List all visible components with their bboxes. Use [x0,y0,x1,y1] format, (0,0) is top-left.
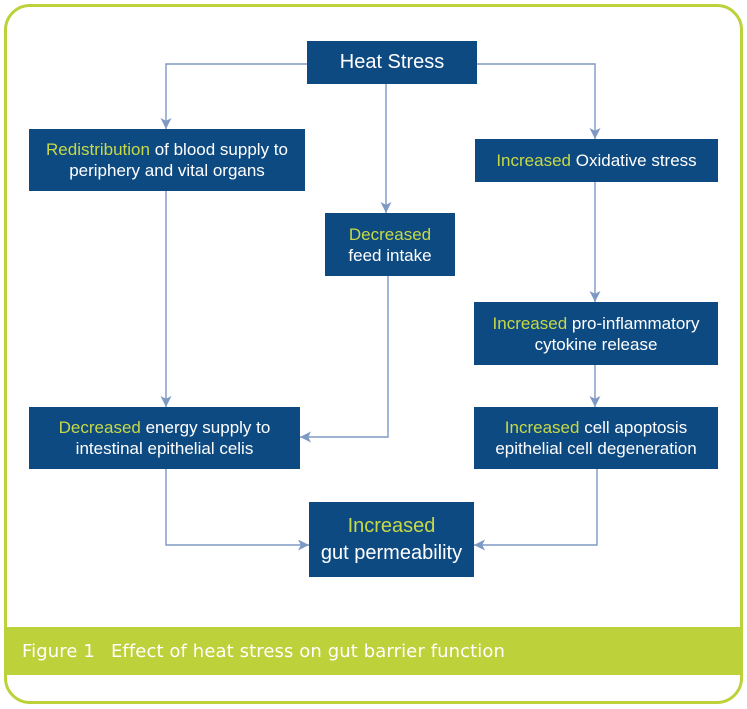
arrow-feed-intake-to-energy-supply [300,276,389,443]
gut-permeability-box: Increased gut permeability [309,502,474,577]
oxidative-stress-box: Increased Oxidative stress [475,139,718,182]
cytokine-release-box: Increased pro-inflammatory cytokine rele… [474,302,718,365]
cytokine-release-line-1: Increased pro-inflammatory [493,313,700,334]
oxidative-stress-text: Oxidative stress [575,151,697,170]
redistribution-line-1: Redistribution of blood supply to [46,139,288,160]
energy-supply-box: Decreased energy supply to intestinal ep… [29,407,300,469]
cytokine-release-text-2: cytokine release [534,334,658,354]
figure-caption-label: Figure 1 [22,640,95,662]
figure-frame [4,4,743,704]
energy-supply-text-2: intestinal epithelial celis [75,439,254,458]
heat-stress-label: Heat Stress [339,51,445,73]
arrow-energy-supply-to-gut-permeability [165,469,309,551]
feed-intake-text: feed intake [348,245,432,265]
arrow-cell-apoptosis-to-gut-permeability [474,469,598,551]
energy-supply-line-1: Decreased energy supply to [59,417,271,438]
cell-apoptosis-box: Increased cell apoptosis epithelial cell… [474,407,718,469]
feed-intake-highlight: Decreased [348,224,432,244]
figure-caption-bar: Figure 1 Effect of heat stress on gut ba… [4,627,743,675]
redistribution-highlight: Redistribution [46,140,150,159]
figure-caption-text: Effect of heat stress on gut barrier fun… [110,640,506,662]
arrow-heat-stress-to-redistribution [160,63,307,129]
energy-supply-highlight: Decreased [58,418,141,437]
cell-apoptosis-text-1: cell apoptosis [584,418,688,437]
cytokine-release-text-1: pro-inflammatory [571,313,700,333]
heat-stress-box: Heat Stress [307,41,477,84]
feed-intake-box: Decreased feed intake [325,213,455,276]
gut-permeability-text: gut permeability [320,541,463,564]
arrow-heat-stress-to-oxidative-stress [477,63,601,139]
gut-permeability-highlight: Increased [347,514,436,537]
cell-apoptosis-highlight: Increased [504,418,580,437]
redistribution-text-1: of blood supply to [154,140,288,159]
cell-apoptosis-text-2: epithelial cell degeneration [495,439,697,458]
energy-supply-text-1: energy supply to [145,418,271,437]
redistribution-text-2: periphery and vital organs [69,161,265,180]
redistribution-box: Redistribution of blood supply to periph… [29,129,305,191]
oxidative-stress-line: Increased Oxidative stress [496,150,696,171]
oxidative-stress-highlight: Increased [496,151,571,170]
cell-apoptosis-line-1: Increased cell apoptosis [505,417,687,438]
cytokine-release-highlight: Increased [492,313,568,333]
